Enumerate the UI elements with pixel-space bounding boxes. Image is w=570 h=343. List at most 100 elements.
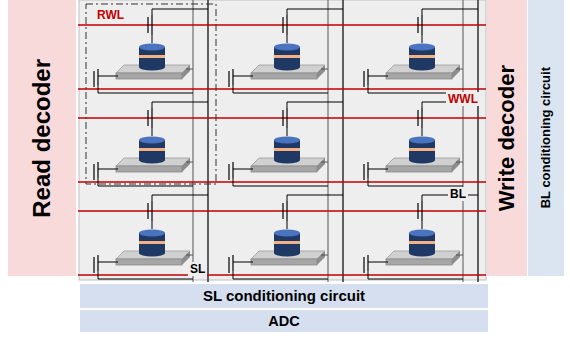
transistor-gate [93,257,94,273]
sl-wire [193,0,194,282]
wordline-label: RWL [95,8,126,22]
sourceline-label: SL [188,262,207,276]
electrode-side [251,166,317,172]
transistor-gate [228,71,229,87]
sl-connection [186,255,193,256]
electrode-side [251,259,317,265]
sl-connection [98,271,193,279]
write-path [98,169,118,170]
transistor-channel [421,15,422,35]
bl-wire [342,0,343,282]
band-label: SL conditioning circuit [203,288,365,305]
band-label: ADC [268,313,299,329]
bitline-label: BL [448,187,468,201]
mtj-barrier [139,55,165,58]
rwl-wire [78,24,486,25]
mtj-top [274,137,300,144]
sl-wire [463,0,464,282]
transistor-gate [417,17,418,33]
transistor-gate [282,203,283,219]
electrode-edge [317,65,325,79]
transistor-gate [228,257,229,273]
mtj-connection [152,35,153,43]
electrode-edge [452,158,460,172]
write-path [368,262,388,263]
mtj-connection [422,35,423,43]
sl-connection [456,69,463,70]
cell-array [78,0,486,282]
transistor-channel [232,162,233,178]
electrode-side [116,259,182,265]
write-path [368,76,388,77]
mtj-base [274,64,300,71]
bl-connection [287,102,343,108]
mtj-barrier [409,241,435,244]
transistor-channel [367,69,368,85]
transistor-gate [282,17,283,33]
mtj-connection [422,128,423,136]
transistor-channel [367,162,368,178]
electrode-edge [317,251,325,265]
mtj-top [274,44,300,51]
mtj-top [409,44,435,51]
mtj-connection [287,221,288,229]
array-background [79,0,486,280]
mtj-base [139,64,165,71]
mtj-top [139,137,165,144]
sl-wire [328,0,329,282]
sl-connection [186,162,193,163]
transistor-gate [417,110,418,126]
mtj-barrier [409,55,435,58]
write-path [233,262,253,263]
band-label: BL conditioning circuit [539,67,553,208]
mtj-connection [152,128,153,136]
adc-band: ADC [80,310,488,332]
sl-connection [321,69,328,70]
sl-connection [233,178,328,186]
electrode-side [386,259,452,265]
rwl-wire [78,210,486,211]
write-path [98,262,118,263]
mtj-base [274,250,300,257]
transistor-channel [286,108,287,128]
wwl-wire [78,181,486,182]
band-label: Read decoder [29,59,55,218]
mtj-base [139,250,165,257]
transistor-gate [363,164,364,180]
transistor-channel [286,15,287,35]
mtj-barrier [274,55,300,58]
electrode-side [386,166,452,172]
bl-connection [287,195,343,201]
bl-connection [422,9,478,15]
write-path [98,76,118,77]
electrode-side [251,73,317,79]
mtj-barrier [274,148,300,151]
mtj-barrier [274,241,300,244]
transistor-channel [421,108,422,128]
mtj-connection [287,35,288,43]
write-path [233,76,253,77]
transistor-channel [286,201,287,221]
electrode-edge [317,158,325,172]
sl-connection [321,255,328,256]
transistor-gate [363,71,364,87]
transistor-channel [421,201,422,221]
wordline-label: WWL [446,92,480,106]
mtj-connection [422,221,423,229]
band-label: Write decoder [495,65,519,211]
transistor-channel [97,69,98,85]
transistor-channel [97,162,98,178]
bl-connection [287,9,343,15]
conditioning-band: SL conditioning circuit [80,284,488,308]
sl-connection [368,178,463,186]
mtj-top [139,230,165,237]
bl-wire [207,0,208,282]
electrode-edge [182,158,190,172]
mtj-barrier [139,148,165,151]
mtj-top [139,44,165,51]
sl-connection [98,85,193,93]
transistor-gate [147,110,148,126]
transistor-gate [147,17,148,33]
electrode-side [116,73,182,79]
